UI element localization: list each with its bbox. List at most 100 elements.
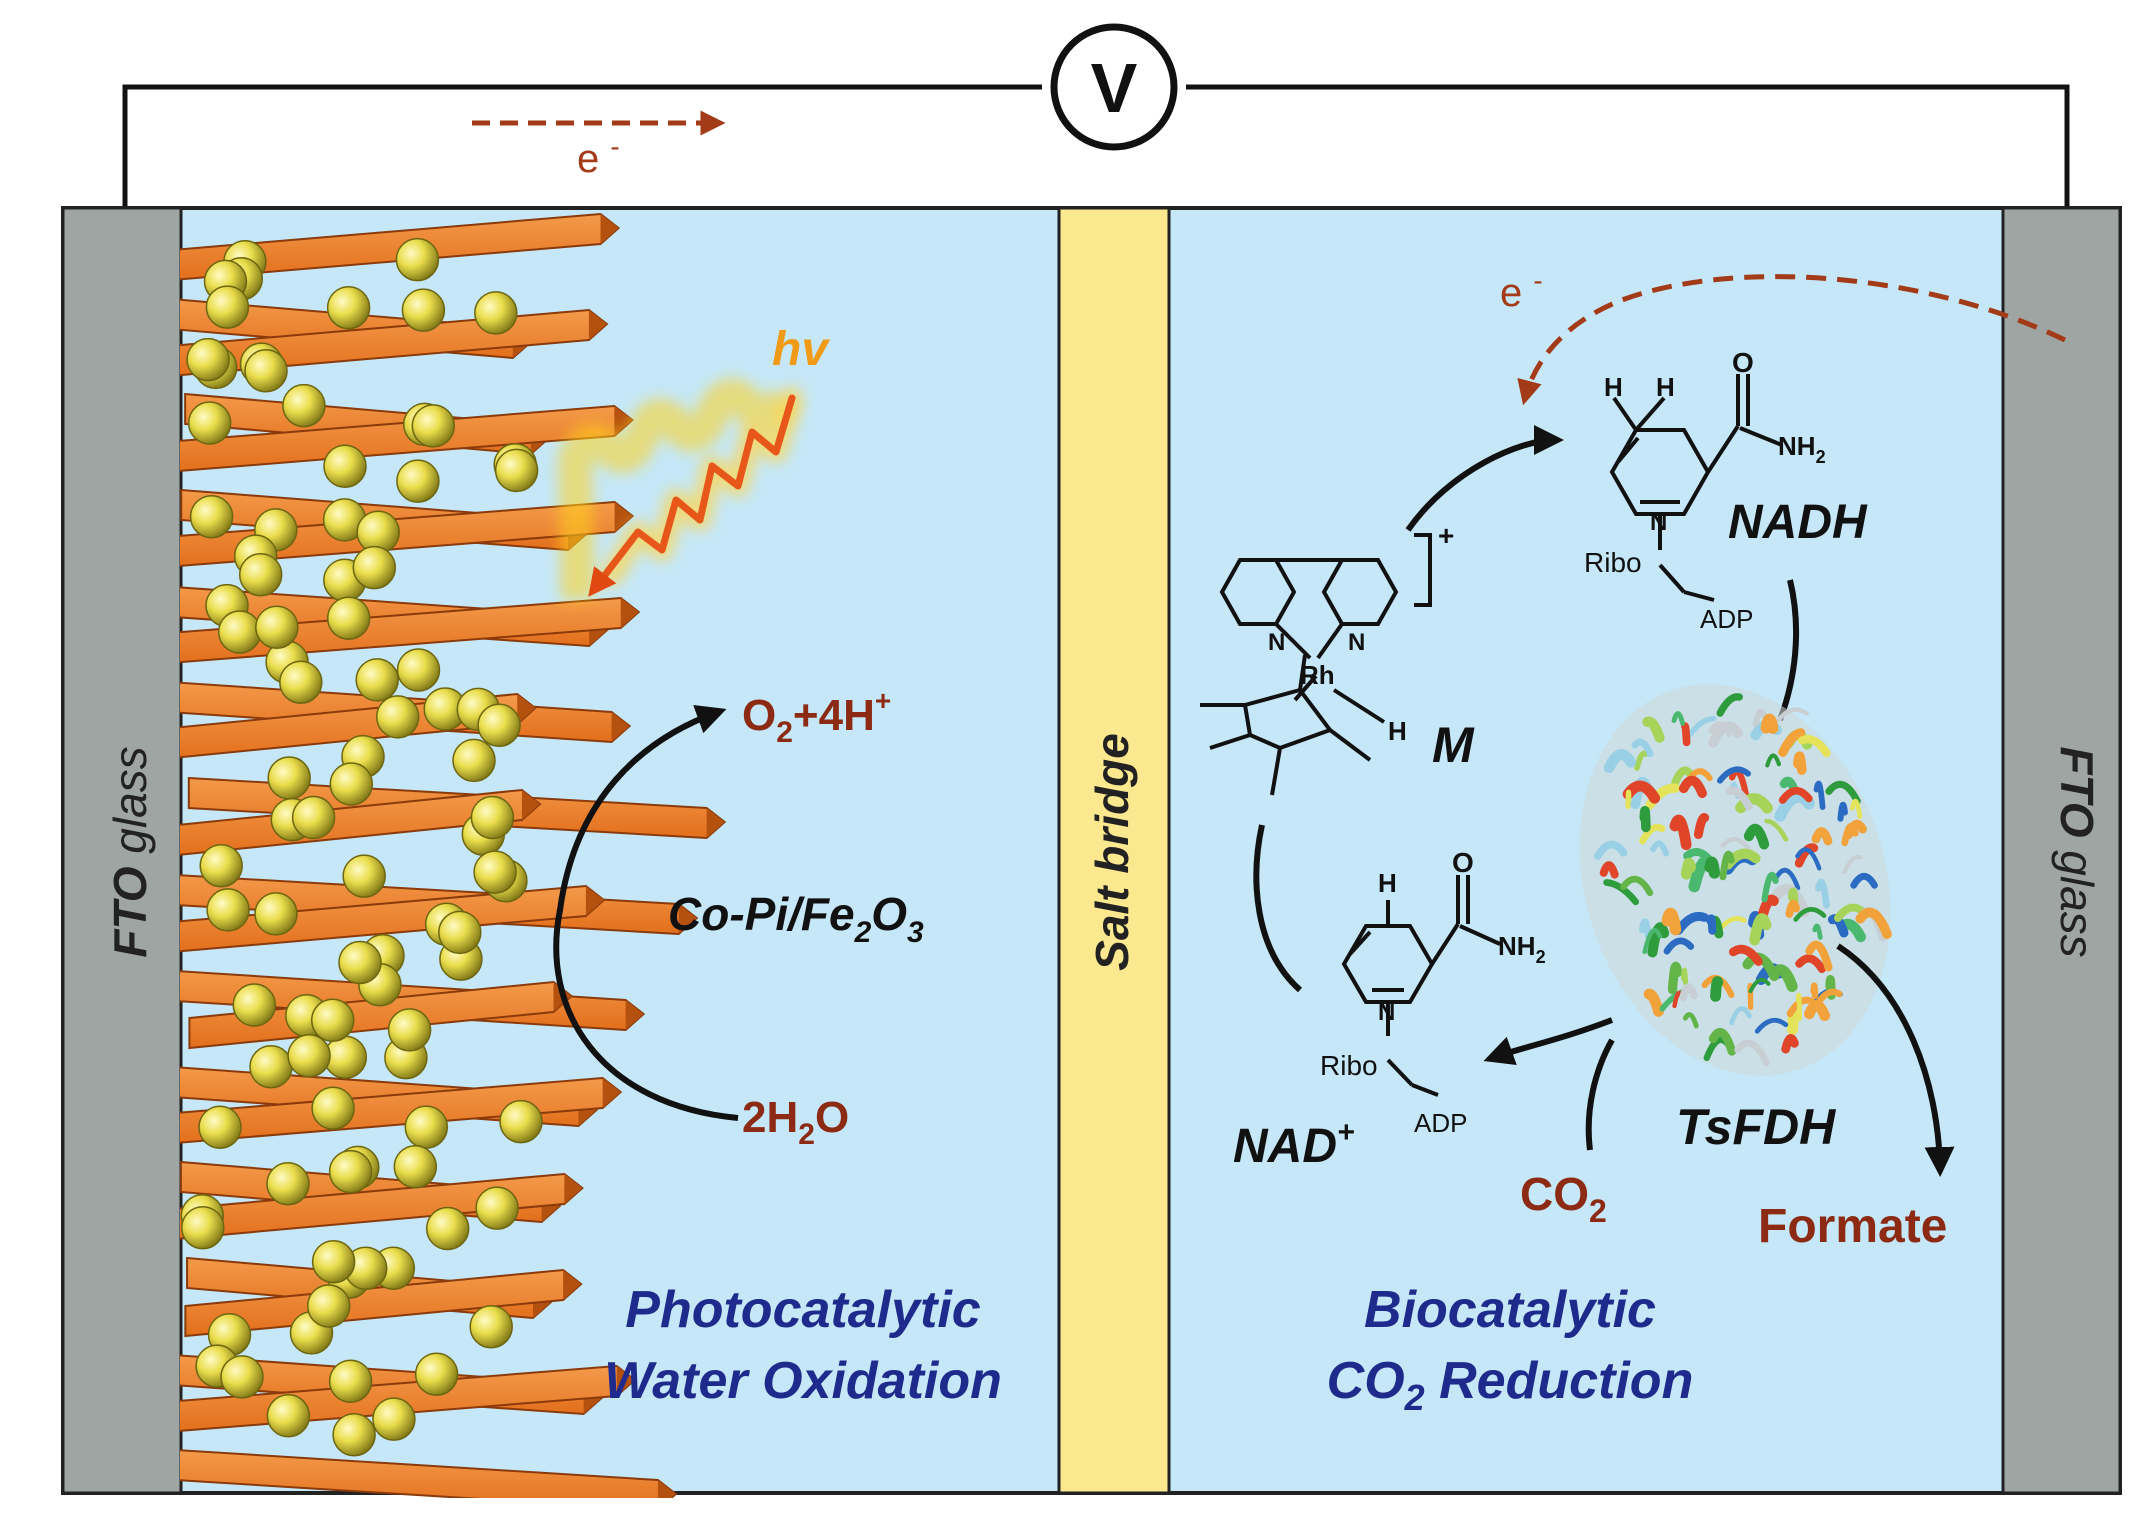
hematite-nanorod-end: [563, 1270, 582, 1300]
enzyme-helix: [1778, 728, 1806, 757]
hematite-nanorod-end: [600, 214, 619, 244]
enzyme-helix: [1639, 918, 1652, 940]
enzyme-helix: [1774, 867, 1801, 891]
co-pi-sphere: [310, 998, 355, 1043]
co-pi-sphere: [338, 940, 382, 985]
co-pi-sphere: [414, 1352, 459, 1396]
nadh-to-enzyme-line: [1777, 579, 1800, 722]
enzyme-helix: [1773, 964, 1798, 992]
co-pi-sphere: [452, 738, 496, 783]
voltmeter-symbol: V: [1091, 49, 1138, 127]
enzyme-helix: [1639, 805, 1651, 833]
co-pi-sphere: [267, 756, 311, 800]
enzyme-helix: [1793, 907, 1827, 922]
co-pi-sphere: [323, 444, 367, 489]
enzyme-helix: [1760, 713, 1779, 734]
enzyme-helix: [1748, 977, 1771, 994]
right-electrode-label-rest: glass: [2051, 837, 2103, 957]
enzyme-helix: [1850, 872, 1878, 889]
nad-to-mediator-arc: [1253, 824, 1302, 993]
enzyme-helix: [1813, 988, 1843, 1009]
co-pi-sphere: [470, 795, 515, 840]
enzyme-helix: [1693, 813, 1710, 839]
cathode-electron-flow-arrow: e -: [1500, 265, 2067, 406]
co-pi-sphere: [238, 552, 283, 597]
enzyme-helix: [1685, 715, 1717, 740]
enzyme-helix: [1837, 801, 1848, 822]
left-electrode-label-bold: FTO: [104, 866, 156, 957]
enzyme-helix: [1704, 856, 1721, 879]
enzyme-helix: [1841, 822, 1859, 847]
cathode-electron-charge: -: [1533, 265, 1542, 296]
hematite-nanorod-end: [625, 1000, 644, 1030]
co-pi-sphere: [217, 610, 262, 654]
co-pi-sphere: [205, 285, 250, 329]
co-pi-sphere: [291, 795, 336, 840]
hematite-nanorod-end: [588, 310, 607, 340]
svg-text:ADP: ADP: [1414, 1108, 1467, 1138]
svg-text:NH2: NH2: [1778, 431, 1826, 467]
enzyme-helix: [1734, 1039, 1770, 1067]
co-pi-sphere: [198, 1105, 242, 1149]
svg-text:NH2: NH2: [1498, 931, 1546, 967]
enzyme-helix: [1663, 937, 1695, 955]
co-pi-sphere: [355, 658, 399, 702]
svg-text:FTO glass: FTO glass: [2051, 746, 2103, 957]
co-pi-sphere: [396, 648, 441, 692]
enzyme-helix: [1855, 907, 1892, 939]
svg-text:FTO glass: FTO glass: [104, 746, 156, 957]
co-pi-sphere: [306, 1284, 351, 1328]
enzyme-helix: [1708, 721, 1732, 737]
nadh-structure: [1609, 374, 1783, 602]
enzyme-helix: [1671, 766, 1694, 787]
enzyme-helix: [1661, 907, 1682, 936]
co-pi-sphere: [266, 1161, 310, 1206]
co-pi-sphere: [328, 1149, 373, 1194]
enzyme-helix: [1643, 988, 1664, 1017]
right-electrode-label-bold: FTO: [2051, 746, 2103, 837]
enzyme-helix: [1671, 711, 1686, 726]
anode-reactant-label: 2H2O: [742, 1093, 849, 1151]
co-pi-sphere: [279, 660, 323, 704]
co-pi-sphere: [401, 288, 446, 332]
svg-text:+: +: [1438, 520, 1454, 551]
formate-label: Formate: [1758, 1200, 1947, 1253]
svg-text:Ribo: Ribo: [1584, 547, 1642, 578]
hematite-nanorod-end: [614, 406, 633, 436]
co-pi-sphere: [425, 1206, 470, 1251]
enzyme-helix: [1679, 983, 1698, 1002]
rh-mediator-labels: N N Rh H +: [1268, 520, 1454, 746]
co2-to-enzyme-line: [1585, 1038, 1615, 1151]
enzyme-helix: [1708, 1028, 1737, 1056]
hematite-nanorod: [180, 1172, 584, 1240]
enzyme-helix: [1710, 976, 1724, 1002]
enzyme-helix: [1631, 738, 1654, 758]
enzyme-helix: [1650, 840, 1670, 857]
svg-text:H: H: [1388, 716, 1407, 746]
co-pi-sphere: [475, 1186, 519, 1230]
enzyme-helix: [1620, 875, 1654, 897]
hematite-nanorod: [180, 500, 635, 567]
co-pi-sphere: [342, 854, 386, 898]
co-pi-sphere: [393, 1144, 438, 1189]
anode-caption-line1: Photocatalytic: [625, 1281, 980, 1339]
enzyme-helix: [1681, 722, 1691, 747]
enzyme-helix: [1669, 814, 1692, 851]
rh-mediator-structure: [1200, 533, 1432, 796]
svg-text:H: H: [1604, 372, 1623, 402]
left-electrode: FTO glass: [61, 206, 183, 1495]
enzyme-helix: [1810, 982, 1819, 1000]
anode-product-label: O2+4H+: [742, 685, 891, 749]
co-pi-sphere: [387, 1008, 432, 1052]
nad-atom-labels: H O NH2 N Ribo ADP: [1320, 847, 1546, 1138]
enzyme-helix: [1625, 789, 1632, 810]
enzyme-helix: [1706, 914, 1717, 935]
co-pi-sphere: [329, 762, 374, 806]
cathode-caption: Biocatalytic CO2 Reduction: [1327, 1281, 1694, 1418]
enzyme-helix: [1761, 871, 1779, 903]
co-pi-sphere: [375, 695, 420, 739]
co-pi-sphere: [255, 605, 299, 649]
enzyme-helix: [1785, 899, 1800, 918]
co-pi-sphere: [199, 843, 243, 888]
co-pi-sphere: [282, 383, 326, 428]
